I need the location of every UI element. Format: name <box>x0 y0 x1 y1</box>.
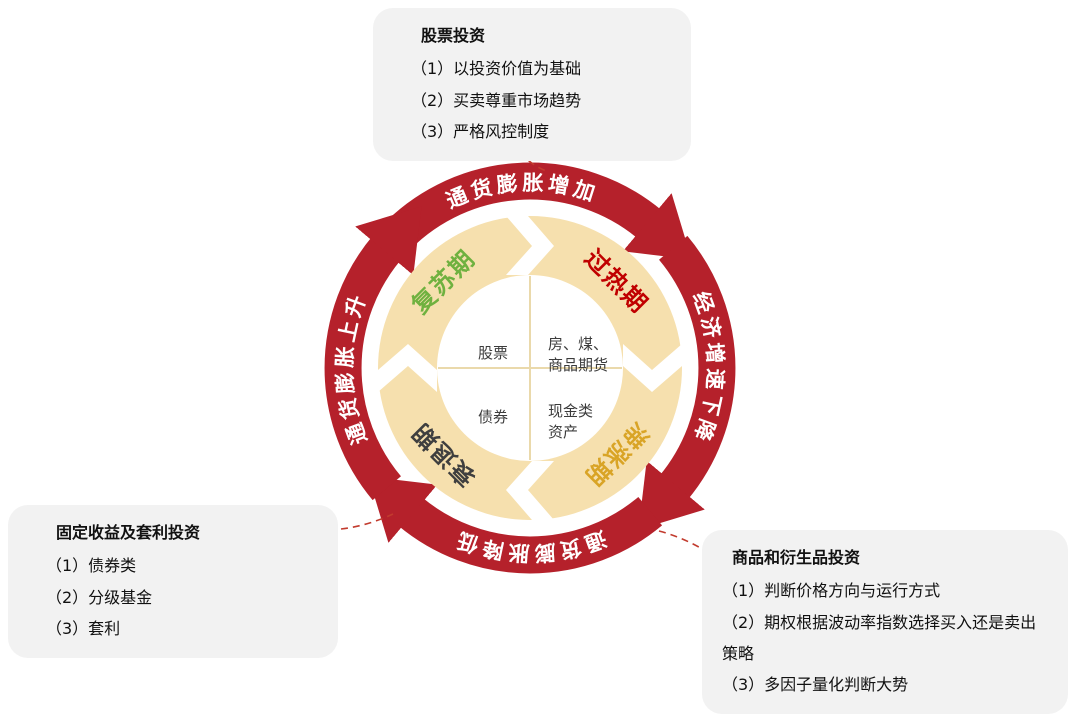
callout-fixed-income-item-1: （1）债券类 <box>46 556 137 576</box>
cycle-arc-left <box>324 206 422 501</box>
callout-stock-investment: 股票投资 （1）以投资价值为基础 （2）买卖尊重市场趋势 （3）严格风控制度 <box>373 8 691 161</box>
cycle-arc-bottom <box>368 476 663 574</box>
callout-stock-item-3: （3）严格风控制度 <box>411 121 550 141</box>
asset-label-bonds: 债券 <box>477 408 508 426</box>
cycle-arc-right <box>638 235 736 530</box>
callout-fixed-income-item-2: （2）分级基金 <box>46 587 153 607</box>
callout-stock-title: 股票投资 <box>421 26 486 45</box>
callout-commodity-item-2: （2）期权根据波动率指数选择买入还是卖出策略 <box>722 612 1037 663</box>
callout-fixed-income-item-3: （3）套利 <box>46 618 121 638</box>
callout-commodity-title: 商品和衍生品投资 <box>732 548 861 567</box>
asset-quadrant-dividers <box>438 276 622 460</box>
callout-fixed-income-investment: 固定收益及套利投资 （1）债券类 （2）分级基金 （3）套利 <box>8 505 338 658</box>
callout-commodity-investment: 商品和衍生品投资 （1）判断价格方向与运行方式 （2）期权根据波动率指数选择买入… <box>702 530 1068 715</box>
outer-cycle-arrows <box>324 162 736 574</box>
asset-label-stocks: 股票 <box>477 344 508 362</box>
callout-commodity-item-1: （1）判断价格方向与运行方式 <box>722 581 941 601</box>
asset-label-cash: 现金类资产 <box>548 402 594 441</box>
callout-commodity-item-3: （3）多因子量化判断大势 <box>722 674 909 694</box>
callout-stock-item-1: （1）以投资价值为基础 <box>411 59 582 79</box>
asset-label-commodities: 房、煤、商品期货 <box>548 335 609 374</box>
connector-commodity-callout <box>658 530 705 551</box>
callout-stock-item-2: （2）买卖尊重市场趋势 <box>411 90 582 110</box>
callout-fixed-income-title: 固定收益及套利投资 <box>56 523 201 542</box>
connector-fixed-income-callout <box>340 513 394 530</box>
